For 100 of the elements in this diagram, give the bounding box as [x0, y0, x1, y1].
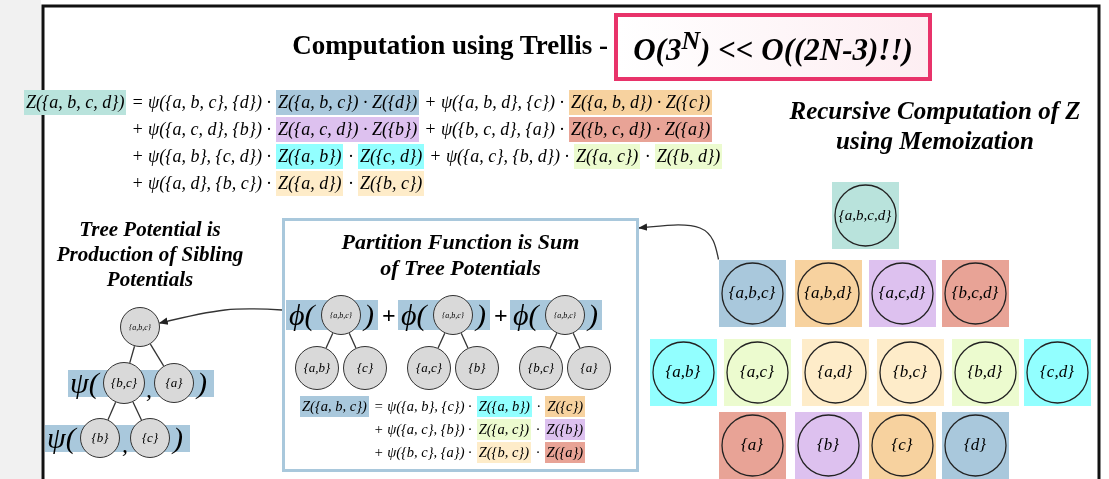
tree-branch [107, 401, 117, 421]
section-heading: Tree Potential is Production of Sibling Potentials [55, 217, 245, 293]
parenthesis: ) [588, 300, 598, 330]
formula-term: Z({a, b}) [476, 396, 532, 417]
formula-term: + ψ({a, b, d}, {c}) · [423, 91, 565, 114]
set-node [649, 338, 717, 406]
set-label: {c} [141, 430, 159, 446]
arrow [638, 223, 720, 261]
formula-term: Z({a, c}) [476, 419, 531, 440]
tree-branch [549, 332, 558, 349]
set-label: {a,b,d} [804, 283, 852, 303]
set-label: {a,b,c} [554, 310, 576, 320]
formula-term: + ψ({a, c}, {b}) · [372, 420, 473, 439]
set-node [718, 259, 786, 327]
set-label: {b,c,d} [951, 283, 999, 303]
function-symbol: ϕ( [513, 300, 539, 330]
set-node [831, 181, 899, 249]
set-label: {a,b,c} [728, 283, 776, 303]
formula-term: Z({b, c}) [357, 171, 425, 196]
plus-sign: + [382, 303, 396, 327]
set-label: {a,b} [303, 360, 331, 376]
parenthesis: ) [173, 423, 183, 453]
formula-term: Z({a, b, d}) · Z({c}) [568, 90, 713, 115]
formula-term: Z({a, c, d}) · Z({b}) [276, 117, 420, 142]
set-node [1023, 338, 1091, 406]
tree-branch [132, 401, 143, 421]
set-label: {d} [963, 435, 987, 455]
set-label: {a,b,c} [442, 310, 464, 320]
formula-term: · [347, 145, 354, 168]
formula-term: · [347, 172, 354, 195]
formula-term: · [535, 443, 541, 462]
section-heading: Recursive Computation of Z using Memoization [788, 96, 1082, 156]
tree-branch [437, 332, 446, 349]
formula-term: Z({b}) [544, 419, 586, 440]
set-label: {b} [816, 435, 840, 455]
formula-term: Z({c}) [545, 396, 586, 417]
formula-term: Z({a, b}) [276, 144, 344, 169]
set-node [321, 295, 361, 335]
set-node [545, 295, 585, 335]
set-label: {a,b,c,d} [838, 206, 892, 224]
formula-term: + ψ({b, c}, {a}) · [372, 443, 473, 462]
highlight-box [614, 13, 932, 81]
formula-term: + ψ({a, c, d}, {b}) · [130, 118, 272, 141]
set-label: {b} [468, 360, 486, 376]
set-label: {c,d} [1040, 362, 1074, 382]
set-label: {a} [740, 435, 764, 455]
set-node [941, 259, 1009, 327]
set-label: {b} [91, 430, 109, 446]
tree-branch [325, 332, 334, 349]
title: Computation using Trellis - [292, 30, 608, 61]
parenthesis: ) [476, 300, 486, 330]
set-label: {a,b,c} [129, 322, 151, 332]
formula-term: · [535, 397, 542, 416]
function-symbol: ψ( [47, 423, 76, 453]
function-symbol: ϕ( [289, 300, 315, 330]
set-node [723, 338, 791, 406]
parenthesis: ) [364, 300, 374, 330]
formula-term: + ψ({a, c}, {b, d}) · [428, 145, 570, 168]
set-label: {b,d} [967, 362, 1003, 382]
set-label: {b,c} [528, 360, 554, 376]
formula-term: Z({b, c}) [476, 442, 531, 463]
formula-term: = ψ({a, b, c}, {d}) · [130, 91, 272, 114]
set-node [951, 338, 1019, 406]
tree-branch [348, 332, 357, 349]
set-label: {a,c} [740, 362, 774, 382]
formula-term: + ψ({a, b}, {c, d}) · [130, 145, 272, 168]
set-label: {a,b,c} [330, 310, 352, 320]
formula-term: · [535, 420, 541, 439]
formula-term: = ψ({a, b}, {c}) · [372, 397, 473, 416]
set-label: {b,c} [893, 362, 927, 382]
set-label: {a} [580, 360, 598, 376]
set-label: {a,d} [817, 362, 853, 382]
set-label: {a,c} [416, 360, 442, 376]
set-node [120, 307, 160, 347]
formula-term: Z({b, c, d}) · Z({a}) [568, 117, 713, 142]
panel-heading: Partition Function is Sum of Tree Potentials [340, 229, 581, 282]
set-node [130, 418, 170, 458]
formula-term: + ψ({a, d}, {b, c}) · [130, 172, 272, 195]
formula-term: Z({a, c}) [573, 144, 641, 169]
formula-term: Z({c, d}) [357, 144, 425, 169]
comma: , [122, 432, 128, 456]
parenthesis: ) [197, 368, 207, 398]
formula-term: + ψ({b, c, d}, {a}) · [423, 118, 565, 141]
formula-term: · [644, 145, 651, 168]
set-label: {a} [165, 375, 183, 391]
formula-term: Z({a}) [544, 442, 586, 463]
set-node [455, 346, 499, 390]
tree-branch [460, 332, 469, 349]
set-node [519, 346, 563, 390]
tree-branch [149, 343, 165, 367]
tree-branch [572, 332, 581, 349]
set-label: {c} [891, 435, 913, 455]
function-symbol: ϕ( [401, 300, 427, 330]
set-node [794, 411, 862, 479]
tree-branch [129, 345, 136, 364]
set-node [868, 259, 936, 327]
set-node [295, 346, 339, 390]
set-node [433, 295, 473, 335]
set-label: {c} [356, 360, 374, 376]
set-label: {a,c,d} [878, 283, 926, 303]
